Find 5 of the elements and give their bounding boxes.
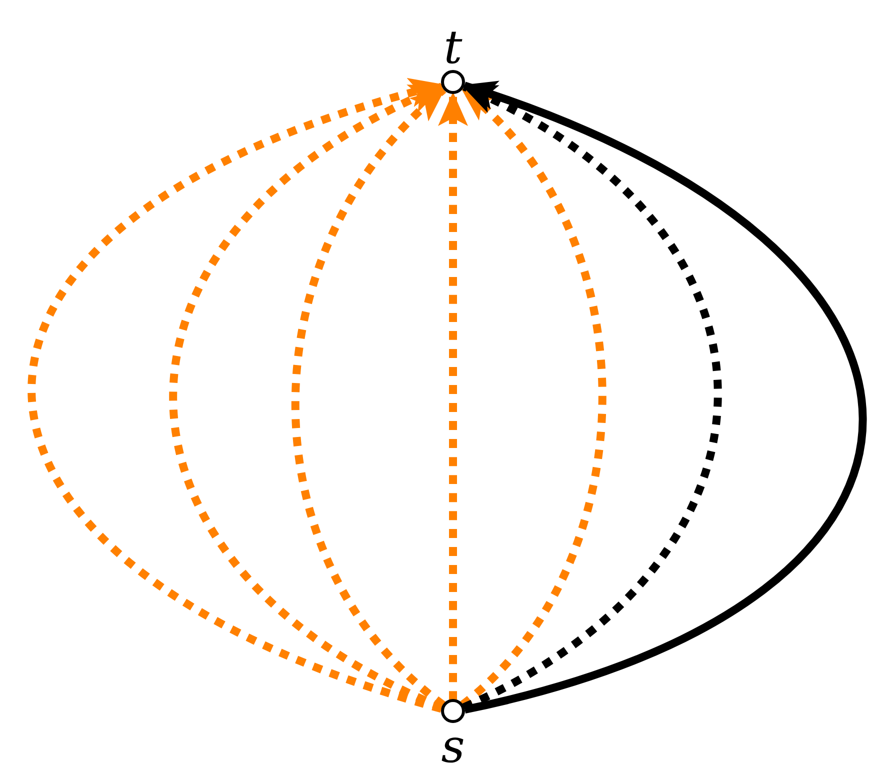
vertex-label: s [441,723,465,769]
arrow [28,80,444,713]
arrow [462,82,866,714]
vertex-label: t [444,24,462,70]
arrow [438,92,468,700]
